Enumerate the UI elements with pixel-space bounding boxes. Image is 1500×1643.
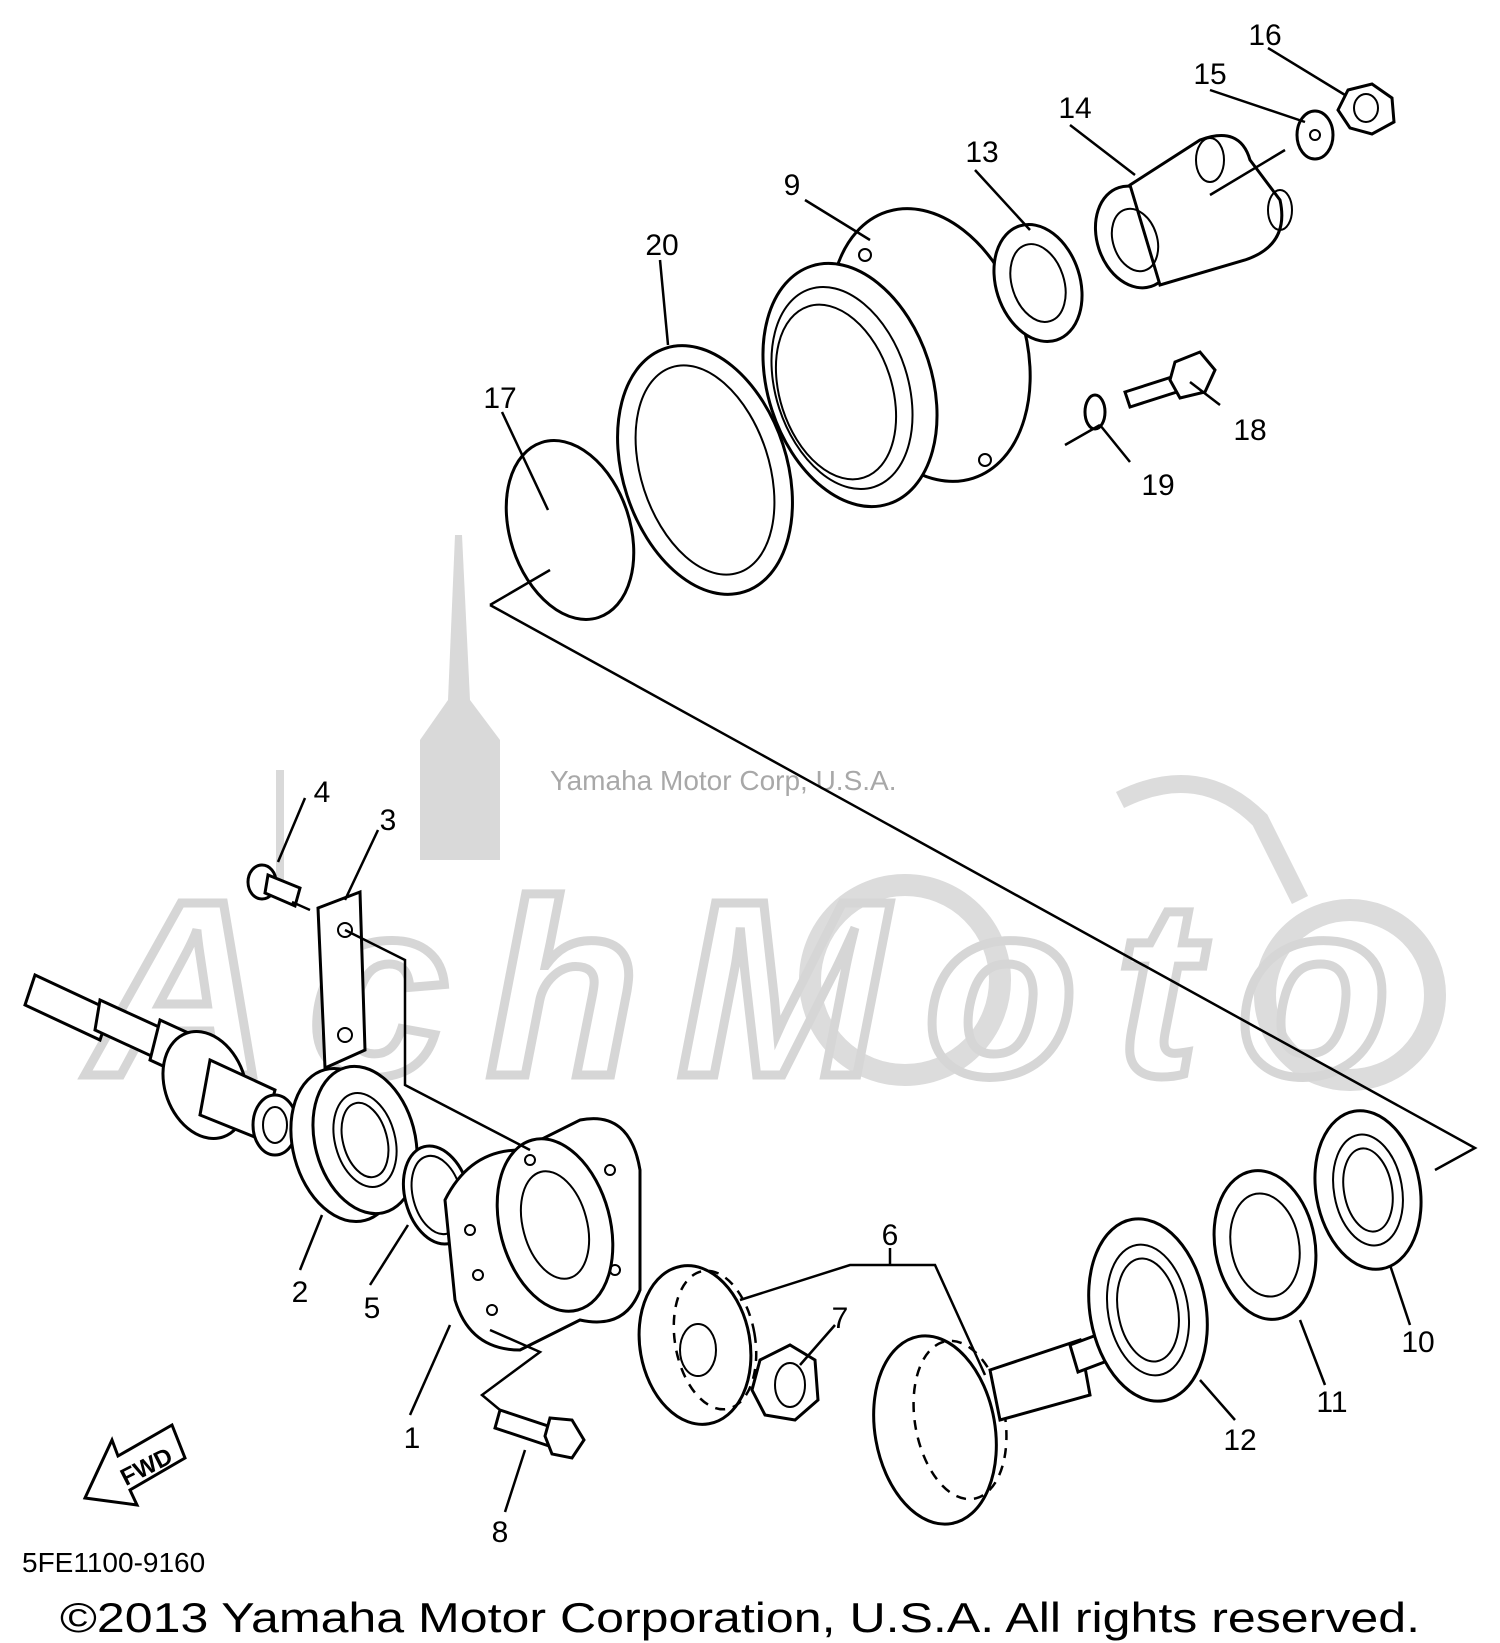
watermark-spire-shape <box>420 535 500 860</box>
leader-13 <box>974 169 1031 231</box>
leader-7 <box>799 1324 836 1366</box>
part-4-screw <box>246 863 302 909</box>
callout-7: 7 <box>832 1302 849 1335</box>
callout-3: 3 <box>380 804 397 837</box>
part-13-oil-seal <box>992 222 1084 344</box>
leader-16 <box>1267 46 1346 97</box>
part-16-nut <box>1336 82 1396 136</box>
callout-10: 10 <box>1401 1326 1434 1359</box>
leader-15 <box>1209 88 1306 124</box>
watermark-trademark: Yamaha Motor Corp, U.S.A. <box>550 765 897 796</box>
part-6-pinion-gear <box>637 1264 758 1426</box>
callout-19: 19 <box>1141 469 1174 502</box>
assembly-line-upper <box>1209 148 1286 197</box>
part-6-ring-gear <box>872 1327 1117 1526</box>
leader-10 <box>1388 1264 1412 1326</box>
leader-3 <box>343 829 380 901</box>
leader-9 <box>804 198 871 242</box>
leader-12 <box>1199 1379 1236 1421</box>
callout-8: 8 <box>492 1516 509 1549</box>
callout-17: 17 <box>483 382 516 415</box>
callout-16: 16 <box>1248 19 1281 52</box>
callout-12: 12 <box>1223 1424 1256 1457</box>
part-20-shim <box>616 344 794 596</box>
part-11-ring-nut <box>1212 1169 1318 1321</box>
part-14-yoke <box>1093 134 1293 290</box>
part-1-gear-case <box>443 1117 642 1352</box>
assembly-line-bolt <box>479 1328 543 1411</box>
part-8-bolt <box>493 1408 586 1460</box>
assembly-axis <box>489 568 551 607</box>
callout-2: 2 <box>292 1276 309 1309</box>
callout-15: 15 <box>1193 58 1226 91</box>
part-12-bearing <box>1087 1217 1209 1403</box>
leader-20 <box>658 259 670 346</box>
leader-14 <box>1069 124 1136 176</box>
copyright-notice: ©2013 Yamaha Motor Corporation, U.S.A. A… <box>60 1594 1420 1641</box>
callout-14: 14 <box>1058 92 1091 125</box>
callout-5: 5 <box>364 1292 381 1325</box>
leader-17 <box>500 411 550 511</box>
callout-13: 13 <box>965 136 998 169</box>
assembly-line-plate <box>291 900 311 912</box>
callout-9: 9 <box>784 169 801 202</box>
part-2-bearing <box>289 1064 419 1224</box>
part-drive-shaft <box>23 972 299 1157</box>
part-9-bearing-housing <box>761 207 1032 509</box>
callout-6: 6 <box>882 1219 899 1252</box>
leader-19 <box>1099 424 1131 463</box>
leader-11 <box>1298 1319 1327 1386</box>
part-3-plate <box>316 889 367 1071</box>
callout-1: 1 <box>404 1422 421 1455</box>
leader-6-bracket <box>739 1263 987 1376</box>
watermark-flag-shape <box>276 770 284 880</box>
leader-5 <box>368 1224 410 1286</box>
callout-20: 20 <box>645 229 678 262</box>
leader-1 <box>408 1324 452 1416</box>
part-19-washer <box>1083 393 1107 431</box>
part-15-washer <box>1295 109 1335 161</box>
leader-18 <box>1189 381 1221 406</box>
part-10-bearing <box>1313 1109 1423 1271</box>
leader-2 <box>298 1214 324 1271</box>
part-18-bolt <box>1123 350 1217 409</box>
fwd-arrow-icon: FWD <box>82 1422 187 1507</box>
watermark: AchMoto Yamaha Motor Corp, U.S.A. <box>80 535 1446 1133</box>
leader-8 <box>503 1449 527 1513</box>
callout-18: 18 <box>1233 414 1266 447</box>
callout-4: 4 <box>314 776 331 809</box>
callout-11: 11 <box>1316 1386 1347 1419</box>
leader-4 <box>276 797 307 863</box>
diagram-code: 5FE1100-9160 <box>22 1547 205 1578</box>
part-17-oring <box>504 439 636 621</box>
